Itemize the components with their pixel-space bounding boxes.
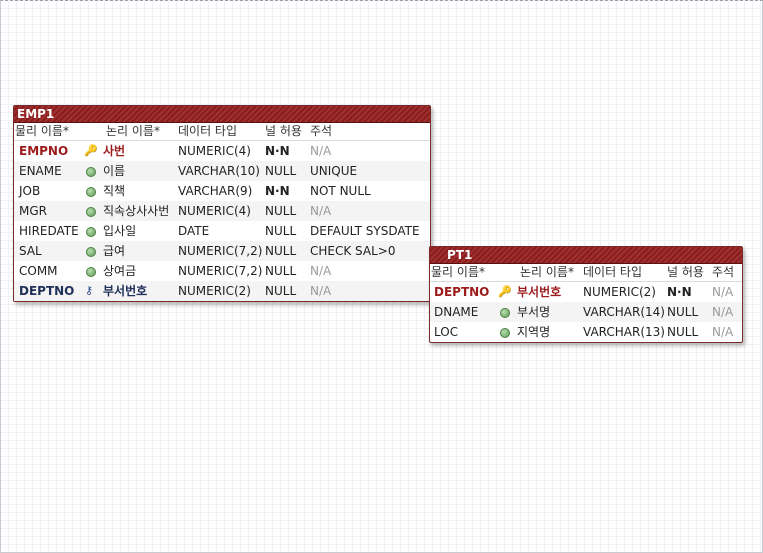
attribute-comment: N/A (310, 264, 332, 278)
attribute-data-type: VARCHAR(14) (583, 305, 665, 319)
attribute-physical-name: JOB (19, 184, 41, 198)
attribute-nullable: NULL (667, 325, 699, 339)
table-row[interactable]: DEPTNO ⚷ 부서번호 NUMERIC(2) NULL N/A (14, 281, 430, 301)
table-row[interactable]: HIREDATE 입사일 DATE NULL DEFAULT SYSDATE (14, 221, 430, 241)
attribute-nullable: NULL (265, 264, 297, 278)
entity-emp1[interactable]: EMP1 물리 이름* 논리 이름* 데이터 타입 널 허용 주석 EMPNO … (13, 105, 431, 302)
attribute-logical-name: 이름 (103, 164, 126, 178)
attribute-nullable: NULL (265, 224, 297, 238)
primary-key-icon: 🔑 (84, 144, 98, 157)
attribute-nullable: NULL (265, 244, 297, 258)
attribute-physical-name: SAL (19, 244, 42, 258)
attribute-physical-name: LOC (434, 325, 459, 339)
attribute-icon (86, 241, 96, 261)
header-physical-name: 물리 이름* (431, 265, 485, 279)
attribute-physical-name: MGR (19, 204, 47, 218)
attribute-data-type: DATE (178, 224, 210, 238)
header-logical-name: 논리 이름* (520, 265, 574, 279)
attribute-logical-name: 입사일 (103, 224, 137, 238)
attribute-data-type: VARCHAR(9) (178, 184, 253, 198)
attribute-nullable: NULL (265, 204, 297, 218)
attribute-physical-name: EMPNO (19, 144, 69, 158)
foreign-key-icon: ⚷ (85, 284, 94, 297)
attribute-icon (86, 201, 96, 221)
attribute-comment: N/A (712, 325, 734, 339)
attribute-logical-name: 부서명 (517, 305, 551, 319)
header-physical-name: 물리 이름* (15, 124, 69, 138)
primary-key-icon: 🔑 (498, 285, 512, 298)
table-row[interactable]: COMM 상여금 NUMERIC(7,2) NULL N/A (14, 261, 430, 281)
attribute-comment: UNIQUE (310, 164, 358, 178)
attribute-comment: DEFAULT SYSDATE (310, 224, 420, 238)
header-nullable: 널 허용 (667, 265, 704, 279)
attribute-data-type: NUMERIC(7,2) (178, 264, 263, 278)
attribute-logical-name: 지역명 (517, 325, 551, 339)
attribute-nullable: NULL (265, 164, 297, 178)
table-row[interactable]: ENAME 이름 VARCHAR(10) NULL UNIQUE (14, 161, 430, 181)
attribute-logical-name: 상여금 (103, 264, 137, 278)
attribute-comment: N/A (310, 144, 332, 158)
attribute-physical-name: HIREDATE (19, 224, 79, 238)
attribute-data-type: NUMERIC(4) (178, 204, 251, 218)
attribute-data-type: VARCHAR(13) (583, 325, 665, 339)
attribute-logical-name: 직속상사사번 (103, 204, 170, 218)
attribute-logical-name: 직책 (103, 184, 126, 198)
attribute-data-type: NUMERIC(2) (583, 285, 656, 299)
attribute-data-type: NUMERIC(2) (178, 284, 251, 298)
attribute-icon (500, 322, 510, 342)
header-data-type: 데이터 타입 (178, 124, 238, 138)
entity-title-text: PT1 (447, 248, 473, 262)
attribute-comment: CHECK SAL>0 (310, 244, 396, 258)
attribute-comment: NOT NULL (310, 184, 371, 198)
attribute-comment: N/A (712, 285, 734, 299)
header-comment: 주석 (712, 265, 735, 279)
header-logical-name: 논리 이름* (106, 124, 160, 138)
table-row[interactable]: LOC 지역명 VARCHAR(13) NULL N/A (430, 322, 742, 342)
column-header-row: 물리 이름* 논리 이름* 데이터 타입 널 허용 주석 (430, 264, 742, 282)
attribute-physical-name: COMM (19, 264, 58, 278)
header-comment: 주석 (310, 124, 333, 138)
attribute-icon (86, 221, 96, 241)
attribute-data-type: VARCHAR(10) (178, 164, 260, 178)
header-nullable: 널 허용 (265, 124, 302, 138)
table-row[interactable]: SAL 급여 NUMERIC(7,2) NULL CHECK SAL>0 (14, 241, 430, 261)
attribute-data-type: NUMERIC(7,2) (178, 244, 263, 258)
attribute-logical-name: 부서번호 (517, 285, 562, 299)
table-row[interactable]: DNAME 부서명 VARCHAR(14) NULL N/A (430, 302, 742, 322)
attribute-comment: N/A (310, 284, 332, 298)
attribute-icon (86, 261, 96, 281)
attribute-comment: N/A (712, 305, 734, 319)
attribute-physical-name: DEPTNO (434, 285, 490, 299)
table-row[interactable]: MGR 직속상사사번 NUMERIC(4) NULL N/A (14, 201, 430, 221)
table-row[interactable]: JOB 직책 VARCHAR(9) N·N NOT NULL (14, 181, 430, 201)
table-row[interactable]: EMPNO 🔑 사번 NUMERIC(4) N·N N/A (14, 141, 430, 161)
attribute-nullable: N·N (667, 285, 692, 299)
entity-title[interactable]: EMP1 (14, 106, 430, 123)
attribute-comment: N/A (310, 204, 332, 218)
header-data-type: 데이터 타입 (583, 265, 643, 279)
attribute-nullable: N·N (265, 184, 290, 198)
attribute-icon (500, 302, 510, 322)
table-row[interactable]: DEPTNO 🔑 부서번호 NUMERIC(2) N·N N/A (430, 282, 742, 302)
entity-title[interactable]: PT1 (430, 247, 742, 264)
column-header-row: 물리 이름* 논리 이름* 데이터 타입 널 허용 주석 (14, 123, 430, 141)
attribute-data-type: NUMERIC(4) (178, 144, 251, 158)
attribute-icon (86, 161, 96, 181)
attribute-logical-name: 부서번호 (103, 284, 148, 298)
attribute-logical-name: 급여 (103, 244, 126, 258)
entity-dept1[interactable]: PT1 물리 이름* 논리 이름* 데이터 타입 널 허용 주석 DEPTNO … (429, 246, 743, 343)
attribute-physical-name: DEPTNO (19, 284, 75, 298)
attribute-nullable: NULL (667, 305, 699, 319)
attribute-nullable: NULL (265, 284, 297, 298)
attribute-icon (86, 181, 96, 201)
attribute-physical-name: ENAME (19, 164, 62, 178)
attribute-physical-name: DNAME (434, 305, 479, 319)
attribute-logical-name: 사번 (103, 144, 126, 158)
attribute-nullable: N·N (265, 144, 290, 158)
